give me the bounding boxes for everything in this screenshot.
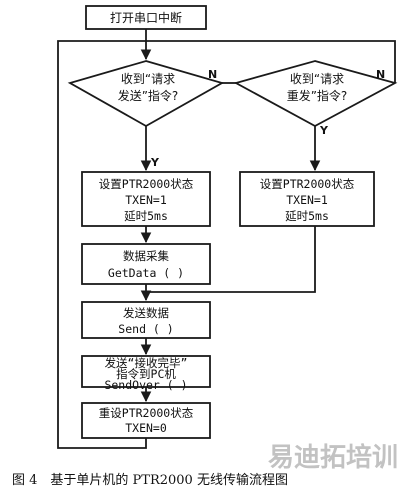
decision-request-send-line1: 收到“请求	[121, 72, 175, 86]
process-send-data: 发送数据 Send ( )	[81, 301, 211, 339]
process-reset-status-line2: TXEN=0	[125, 421, 167, 435]
start-node-label: 打开串口中断	[110, 10, 182, 25]
decision2-no-label: N	[376, 68, 385, 81]
decision-request-send-line2: 发送”指令?	[118, 88, 179, 103]
process-data-collect-line1: 数据采集	[123, 249, 169, 263]
process-send-over-line3: SendOver ( )	[104, 378, 187, 392]
process-set-status-a-line1: 设置PTR2000状态	[99, 177, 194, 191]
decision-request-resend-line1: 收到“请求	[290, 72, 344, 86]
process-send-data-line2: Send ( )	[118, 322, 173, 336]
process-set-status-a: 设置PTR2000状态 TXEN=1 延时5ms	[81, 171, 211, 227]
process-set-status-b-line2: TXEN=1	[286, 193, 328, 207]
decision1-yes-label: Y	[150, 156, 160, 169]
process-data-collect: 数据采集 GetData ( )	[81, 243, 211, 285]
process-send-over: 发送“接收完毕” 指令到PC机 SendOver ( )	[81, 355, 211, 392]
decision1-no-label: N	[208, 68, 217, 81]
decision2-yes-label: Y	[319, 124, 329, 137]
decision-request-send: 收到“请求 发送”指令?	[67, 60, 225, 128]
start-node: 打开串口中断	[85, 5, 207, 30]
decision-request-resend-line2: 重发”指令?	[287, 88, 348, 103]
connector-lines	[57, 29, 396, 449]
process-set-status-b-line3: 延时5ms	[285, 209, 329, 223]
process-reset-status: 重设PTR2000状态 TXEN=0	[81, 402, 211, 439]
process-send-over-line1: 发送“接收完毕”	[105, 356, 188, 370]
process-send-over-line2: 指令到PC机	[116, 367, 176, 381]
process-set-status-b-line1: 设置PTR2000状态	[260, 177, 355, 191]
figure-caption: 图 4 基于单片机的 PTR2000 无线传输流程图	[12, 472, 288, 488]
process-data-collect-line2: GetData ( )	[108, 266, 184, 280]
process-set-status-a-line3: 延时5ms	[124, 209, 168, 223]
watermark: 易迪拓培训	[268, 443, 398, 473]
process-set-status-b: 设置PTR2000状态 TXEN=1 延时5ms	[239, 171, 375, 227]
process-reset-status-line1: 重设PTR2000状态	[99, 406, 194, 420]
process-send-data-line1: 发送数据	[123, 306, 169, 320]
decision-request-resend: 收到“请求 重发”指令?	[233, 60, 398, 128]
process-set-status-a-line2: TXEN=1	[125, 193, 167, 207]
